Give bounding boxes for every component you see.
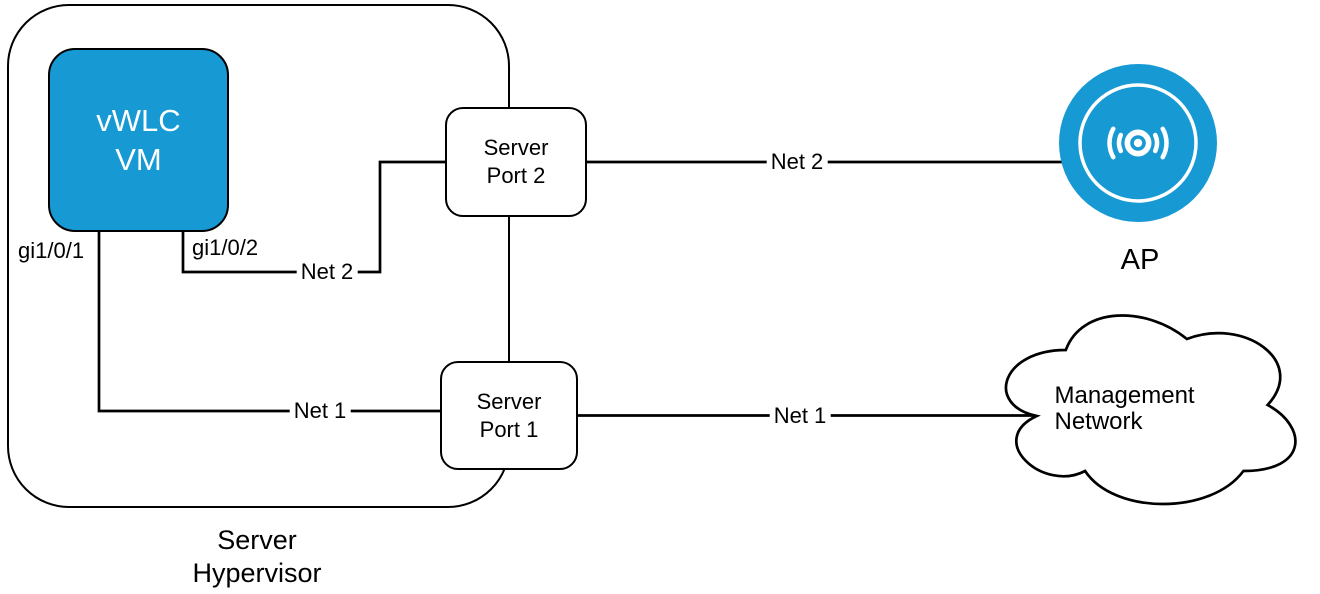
hypervisor-label: Server Hypervisor [192, 525, 322, 588]
vwlc-vm-node: vWLC VM [48, 48, 229, 232]
wireless-access-point-icon [1059, 64, 1217, 222]
link-label-net2-internal: Net 2 [296, 259, 358, 285]
server-port-2-node: Server Port 2 [445, 107, 587, 217]
ap-label: AP [1120, 244, 1160, 276]
ap-emblem-center-dot [1133, 138, 1143, 148]
link-label-net1-internal: Net 1 [289, 398, 351, 424]
interface-label-gi1-0-2: gi1/0/2 [192, 235, 259, 260]
ap-wave-arc-left-outer [1107, 126, 1116, 160]
ap-signal-ring [1078, 83, 1198, 203]
server-port-1-label: Server Port 1 [476, 388, 542, 442]
connector-gi1-net1-internal [97, 229, 445, 413]
server-port-2-label: Server Port 2 [483, 135, 549, 188]
ap-wave-arc-right-outer [1160, 126, 1169, 160]
hypervisor-boundary [7, 4, 510, 508]
cloud-label: Management Network [1054, 382, 1195, 435]
interface-label-gi1-0-1: gi1/0/1 [18, 238, 85, 263]
link-label-net2-uplink: Net 2 [766, 149, 828, 175]
ap-wave-arc-right-inner [1152, 132, 1160, 154]
management-network-cloud-shape [1004, 314, 1297, 506]
link-label-net1-uplink: Net 1 [769, 403, 831, 429]
connector-gi2-net2-internal [181, 160, 450, 274]
vwlc-vm-label: vWLC VM [96, 103, 181, 177]
server-port-1-node: Server Port 1 [440, 361, 578, 470]
ap-wave-arc-left-inner [1116, 132, 1124, 154]
